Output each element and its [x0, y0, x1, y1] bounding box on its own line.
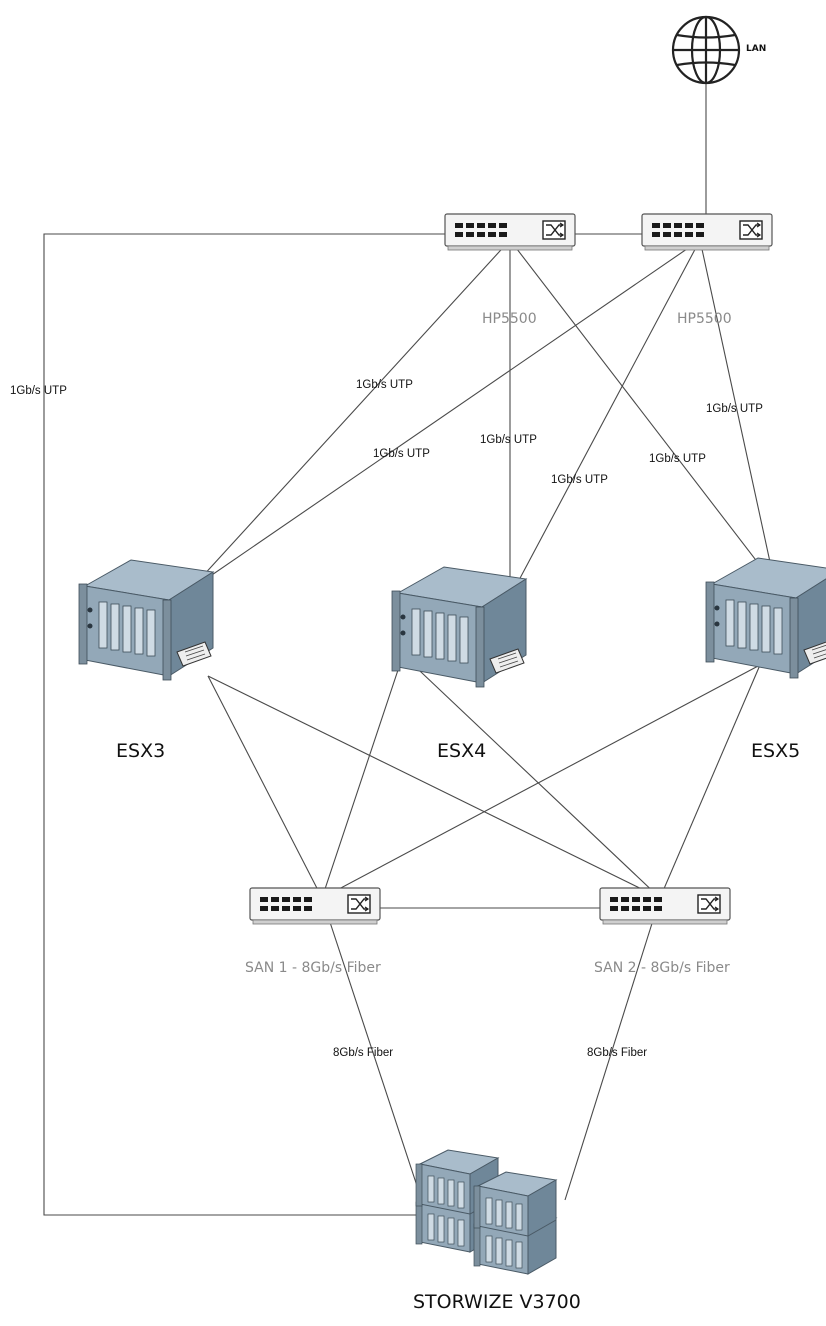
link-label-esx4-right: 1Gb/s UTP [551, 474, 608, 486]
network-switch-icon [249, 887, 381, 925]
globe-icon [671, 15, 741, 85]
lan-label: LAN [746, 44, 767, 54]
switch-name-left: HP5500 [482, 311, 537, 327]
link-label-esx3-right: 1Gb/s UTP [373, 448, 430, 460]
server-icon [391, 566, 527, 688]
network-switch-icon [444, 213, 576, 251]
link-label-mgmt: 1Gb/s UTP [10, 385, 67, 397]
server-label-esx4: ESX4 [437, 740, 487, 762]
server-icon [78, 559, 214, 681]
switch-label-san2: SAN 2 - 8Gb/s Fiber [594, 960, 730, 976]
link-label-esx5-right: 1Gb/s UTP [706, 403, 763, 415]
link-label-esx5-left: 1Gb/s UTP [649, 453, 706, 465]
switch-name-right: HP5500 [677, 311, 732, 327]
storage-label: STORWIZE V3700 [413, 1291, 581, 1313]
link-label-esx3-left: 1Gb/s UTP [356, 379, 413, 391]
network-switch-icon [641, 213, 773, 251]
server-label-esx5: ESX5 [751, 740, 801, 762]
network-switch-icon [599, 887, 731, 925]
storage-array-icon [415, 1149, 557, 1275]
connection-lines [43, 80, 776, 1216]
link-label-esx4-left: 1Gb/s UTP [480, 434, 537, 446]
link-label-san2-storage: 8Gb/s Fiber [587, 1047, 648, 1059]
switch-label-san1: SAN 1 - 8Gb/s Fiber [245, 960, 381, 976]
server-label-esx3: ESX3 [116, 740, 166, 762]
server-icon [705, 557, 826, 679]
link-label-san1-storage: 8Gb/s Fiber [333, 1047, 394, 1059]
